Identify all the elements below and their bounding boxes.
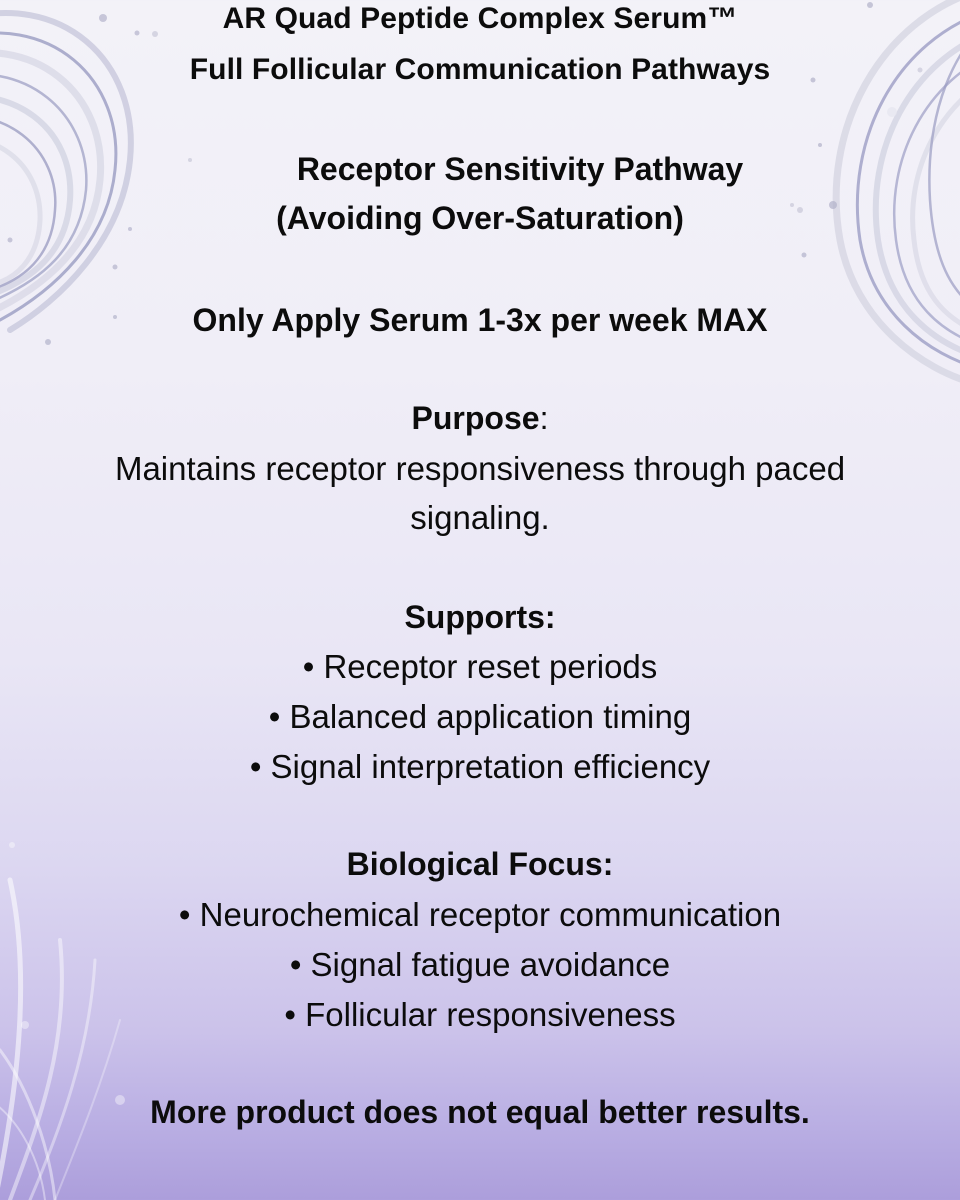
title-line-2: Full Follicular Communication Pathways (189, 53, 771, 86)
purpose-heading-label: Purpose (411, 400, 540, 436)
supports-item: • Receptor reset periods (302, 648, 658, 685)
supports-item: • Signal interpretation efficiency (249, 748, 711, 785)
biological-focus-item: • Neurochemical receptor communication (178, 896, 782, 933)
closing-statement: More product does not equal better resul… (150, 1094, 810, 1130)
purpose-heading: Purpose: (0, 400, 960, 437)
pathway-subtitle: (Avoiding Over-Saturation) (0, 200, 960, 237)
supports-item: • Balanced application timing (268, 698, 692, 735)
purpose-heading-colon: : (539, 400, 549, 436)
purpose-text-line-2: signaling. (410, 499, 550, 536)
purpose-text-line-1: Maintains receptor responsiveness throug… (114, 450, 846, 487)
biological-focus-heading: Biological Focus: (346, 846, 614, 882)
pathway-subtitle-text: (Avoiding Over-Saturation) (276, 200, 684, 236)
usage-note: Only Apply Serum 1-3x per week MAX (192, 302, 768, 338)
pathway-name: Receptor Sensitivity Pathway (296, 151, 744, 187)
supports-heading: Supports: (404, 599, 556, 635)
biological-focus-item: • Signal fatigue avoidance (289, 946, 671, 983)
title-line-1: AR Quad Peptide Complex Serum™ (222, 2, 738, 35)
biological-focus-item: • Follicular responsiveness (284, 996, 676, 1033)
